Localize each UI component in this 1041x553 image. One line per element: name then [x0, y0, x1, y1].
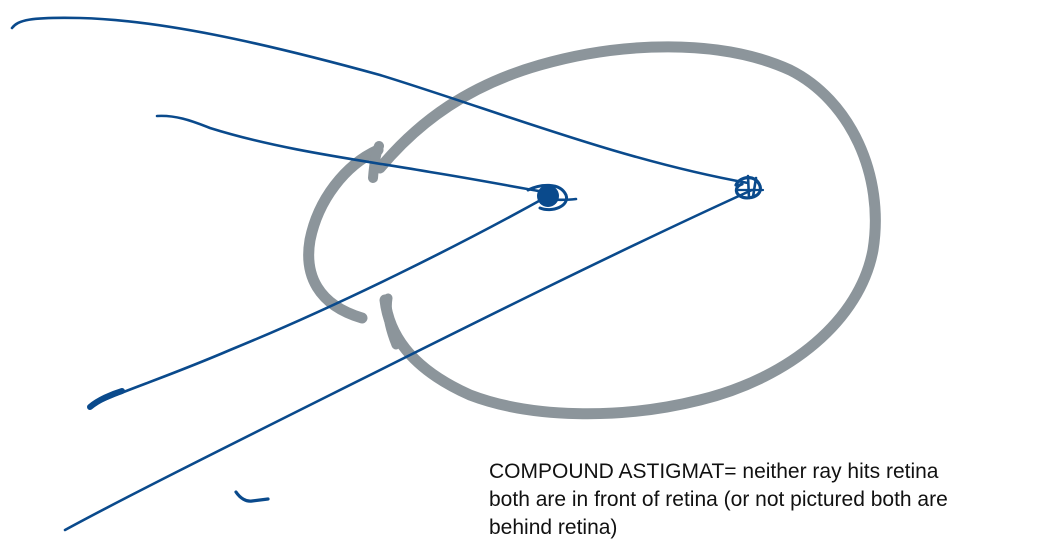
caption-line-2: both are in front of retina (or not pict…: [489, 488, 948, 511]
ray-bottom-short-start: [87, 388, 125, 410]
cornea-curve: [303, 144, 384, 324]
caption-line-1: COMPOUND ASTIGMAT= neither ray hits reti…: [489, 460, 939, 483]
ray-bottom-long: [63, 188, 754, 532]
diagram-caption: COMPOUND ASTIGMAT= neither ray hits reti…: [489, 458, 1037, 542]
cornea-overlap-stroke: [368, 141, 384, 183]
caption-line-3: behind retina): [489, 516, 618, 539]
stray-mark: [234, 490, 270, 503]
cornea-lower-stroke: [382, 293, 401, 350]
focal-point-far: [734, 174, 765, 200]
ray-bottom-short: [88, 194, 550, 409]
focal-point-near: [526, 183, 578, 212]
ray-top-long: [10, 16, 750, 185]
ray-top-short: [155, 114, 547, 194]
eyeball-outline: [374, 41, 881, 420]
